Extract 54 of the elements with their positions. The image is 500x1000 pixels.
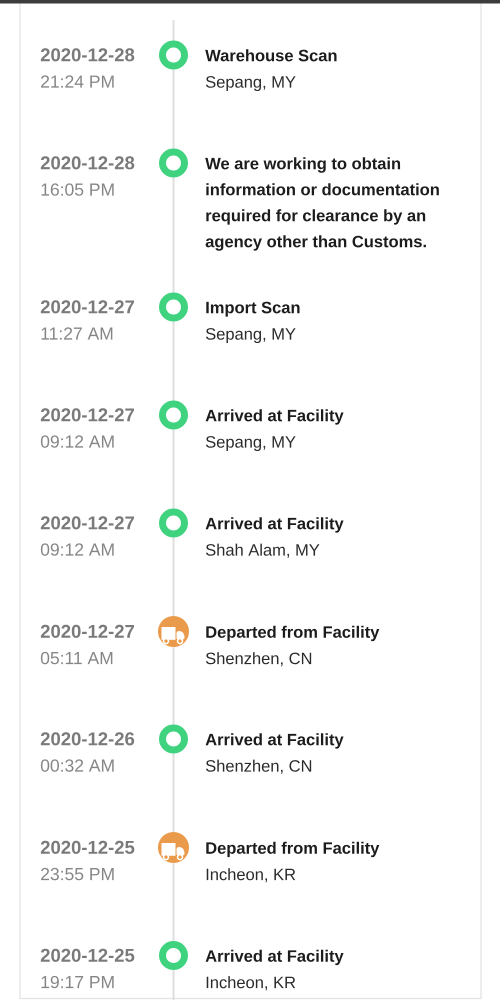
event-title: Arrived at Facility [206, 517, 344, 533]
event-title: Arrived at Facility [206, 409, 344, 425]
ring-icon [159, 400, 188, 430]
truck-icon [158, 616, 189, 647]
timeline-line [172, 538, 174, 616]
truck-icon [158, 832, 189, 863]
event-title: Warehouse Scan [205, 49, 336, 62]
ring-icon [159, 40, 188, 70]
timeline-line [172, 647, 174, 724]
location-text: Incheon, KR [206, 976, 296, 990]
event-title: We are working to obtain information or documentation required for clearance by an agency other than Customs. [205, 157, 439, 251]
location-text: Shenzhen, CN [206, 760, 312, 774]
event-title: Arrived at Facility [206, 733, 344, 749]
ring-icon [159, 148, 188, 178]
location-text: Shah Alam, MY [206, 544, 320, 558]
timeline-line [172, 430, 174, 508]
date-text: 2020-12-28 [40, 156, 134, 170]
location-text: Shenzhen, CN [206, 652, 312, 666]
timeline-line [172, 70, 174, 149]
time-text: 21:24 PM [41, 75, 114, 88]
location-text: Sepang, MY [206, 76, 296, 92]
time-text: 05:11 AM [40, 652, 112, 664]
date-text: 2020-12-27 [40, 624, 134, 638]
ring-icon [159, 508, 188, 538]
time-text: 00:32 AM [40, 759, 114, 772]
event-title: Departed from Facility [206, 626, 380, 642]
date-text: 2020-12-25 [40, 948, 134, 962]
date-text: 2020-12-26 [40, 732, 134, 746]
date-text: 2020-12-28 [40, 48, 134, 62]
time-text: 09:12 AM [40, 543, 114, 556]
date-text: 2020-12-27 [40, 300, 134, 314]
time-text: 23:55 PM [41, 868, 114, 880]
time-text: 19:17 PM [42, 976, 114, 988]
location-text: Incheon, KR [206, 868, 296, 882]
event-title: Import Scan [206, 302, 300, 317]
date-text: 2020-12-27 [40, 516, 134, 530]
time-text: 09:12 AM [40, 435, 114, 448]
timeline-line [172, 863, 174, 941]
time-text: 16:05 PM [42, 183, 114, 196]
ring-icon [159, 292, 188, 322]
event-title: Departed from Facility [206, 842, 380, 858]
timeline-line [172, 178, 174, 292]
location-text: Sepang, MY [206, 328, 296, 344]
timeline-line [172, 970, 174, 1000]
event-title: Arrived at Facility [206, 950, 344, 966]
location-text: Sepang, MY [206, 436, 296, 452]
timeline-line [172, 754, 174, 832]
ring-icon [159, 724, 188, 754]
timeline-line [172, 322, 174, 400]
ring-icon [159, 941, 188, 970]
timeline-line [172, 20, 174, 40]
date-text: 2020-12-25 [40, 840, 134, 854]
time-text: 11:27 AM [42, 327, 112, 340]
date-text: 2020-12-27 [40, 408, 134, 422]
